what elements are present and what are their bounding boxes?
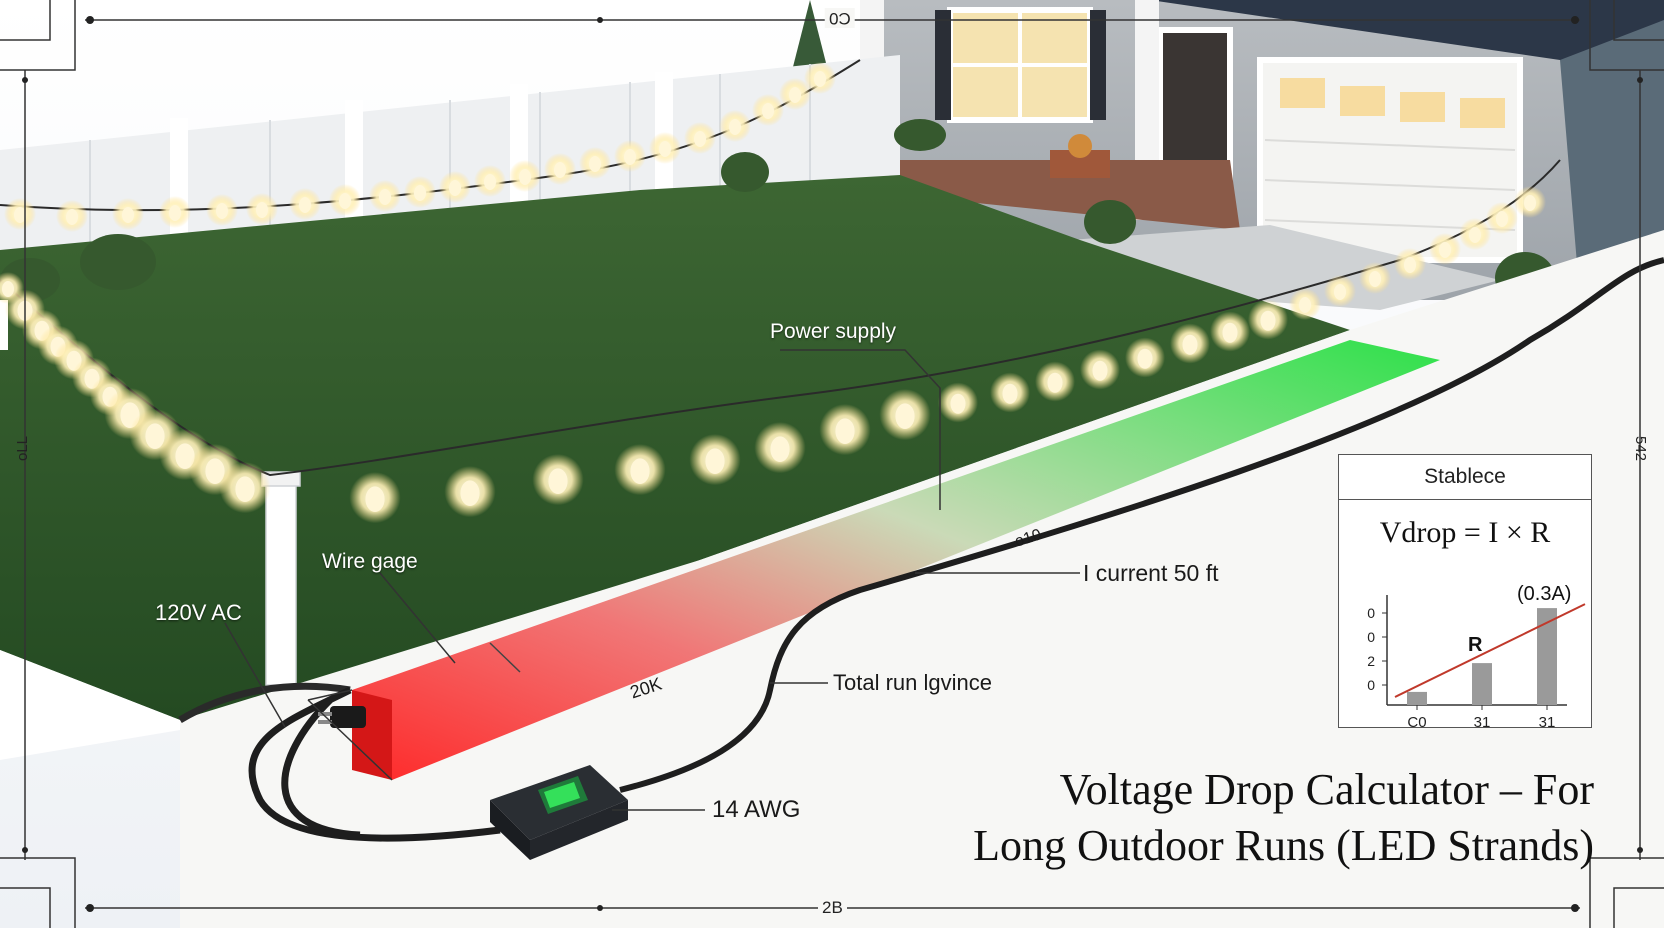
bulb: [705, 448, 725, 475]
bulb: [1496, 211, 1508, 227]
bulb: [589, 156, 601, 172]
bulb: [1299, 297, 1311, 313]
bulb: [624, 149, 636, 165]
y-tick-label: 0: [1367, 629, 1375, 645]
bulb: [145, 423, 165, 450]
bulb: [299, 197, 311, 213]
porch-deck: [850, 160, 1240, 230]
bulb: [630, 458, 650, 485]
bulb: [762, 103, 774, 119]
bulb: [414, 185, 426, 201]
panel-chart: 0 2 0 0C0 31 31 (0.3A) R: [1367, 583, 1586, 727]
bulb: [235, 476, 255, 503]
bulb: [1182, 334, 1198, 355]
y-tick-label: 2: [1367, 653, 1375, 669]
bulb: [659, 141, 671, 157]
x-tick-label: 31: [1474, 714, 1491, 727]
x-tick-label: 31: [1539, 714, 1556, 727]
bulb: [1047, 372, 1063, 393]
chart-bar: [1537, 608, 1557, 705]
dimension-bottom-label: 2B: [818, 898, 847, 918]
current-run-label: I current 50 ft: [1083, 560, 1219, 586]
bulb: [729, 119, 741, 135]
trend-line: [1394, 603, 1586, 698]
fence-post: [0, 300, 301, 686]
bulb: [460, 480, 480, 507]
x-tick-label: C0: [1407, 714, 1426, 727]
bulb: [339, 193, 351, 209]
title-line-2: Long Outdoor Runs (LED Strands): [973, 821, 1594, 870]
chart-series-label: R: [1468, 634, 1483, 656]
bulb: [205, 458, 225, 485]
bulb: [216, 203, 228, 219]
bulb: [1222, 322, 1238, 343]
bulb: [1404, 257, 1416, 273]
bulb: [2, 281, 14, 297]
bulb: [1334, 284, 1346, 300]
panel-heading: Stablece: [1339, 455, 1591, 500]
bulb: [122, 207, 134, 223]
plug: [318, 706, 366, 728]
voltage-drop-formula: Vdrop = I × R: [1379, 516, 1551, 549]
chart-annotation: (0.3A): [1517, 583, 1571, 605]
dimension-left-label: oLL: [14, 435, 32, 462]
leader-lines: [224, 349, 1080, 811]
bulb: [14, 207, 26, 223]
title-line-1: Voltage Drop Calculator – For: [1059, 765, 1594, 814]
bulb: [835, 418, 855, 445]
dimension-ticks: [22, 16, 1643, 912]
bulb: [256, 202, 268, 218]
bulb: [814, 71, 826, 87]
power-supply-label: Power supply: [770, 320, 897, 343]
bulb: [950, 393, 966, 414]
bulb: [379, 189, 391, 205]
bulb: [1439, 242, 1451, 258]
wire-size-label: 14 AWG: [712, 796, 801, 823]
page-title: Voltage Drop Calculator – For Long Outdo…: [973, 762, 1594, 874]
bulb: [1137, 348, 1153, 369]
bulb: [169, 205, 181, 221]
bulb: [1002, 383, 1018, 404]
source-voltage-label: 120V AC: [155, 600, 242, 625]
wire-gage-label: Wire gage: [322, 550, 418, 573]
y-tick-label: 0: [1367, 677, 1375, 693]
chart-bar: [1472, 663, 1492, 705]
bulb: [66, 209, 78, 225]
power-cable: [178, 257, 1664, 842]
dimension-right-label: 542: [1632, 435, 1650, 462]
bulb: [548, 468, 568, 495]
bulb: [519, 169, 531, 185]
bulb: [1524, 195, 1536, 211]
bulb: [895, 403, 915, 430]
power-supply-box: [490, 765, 628, 860]
bulb: [484, 174, 496, 190]
bulb: [554, 162, 566, 178]
y-tick-label: 0: [1367, 605, 1375, 621]
bulb: [175, 443, 195, 470]
lawn: [0, 175, 1350, 720]
bulb: [770, 436, 790, 463]
bulb: [694, 131, 706, 147]
bulb: [1260, 310, 1276, 331]
bulb: [789, 87, 801, 103]
bulb: [365, 486, 385, 512]
bulb: [449, 180, 461, 196]
total-run-label: Total run lgvince: [833, 670, 992, 695]
bulb: [1092, 360, 1108, 381]
bulb: [1469, 227, 1481, 243]
chart-bar: [1407, 691, 1427, 705]
bulb: [1369, 271, 1381, 287]
dimension-top-label: C0: [825, 8, 855, 28]
